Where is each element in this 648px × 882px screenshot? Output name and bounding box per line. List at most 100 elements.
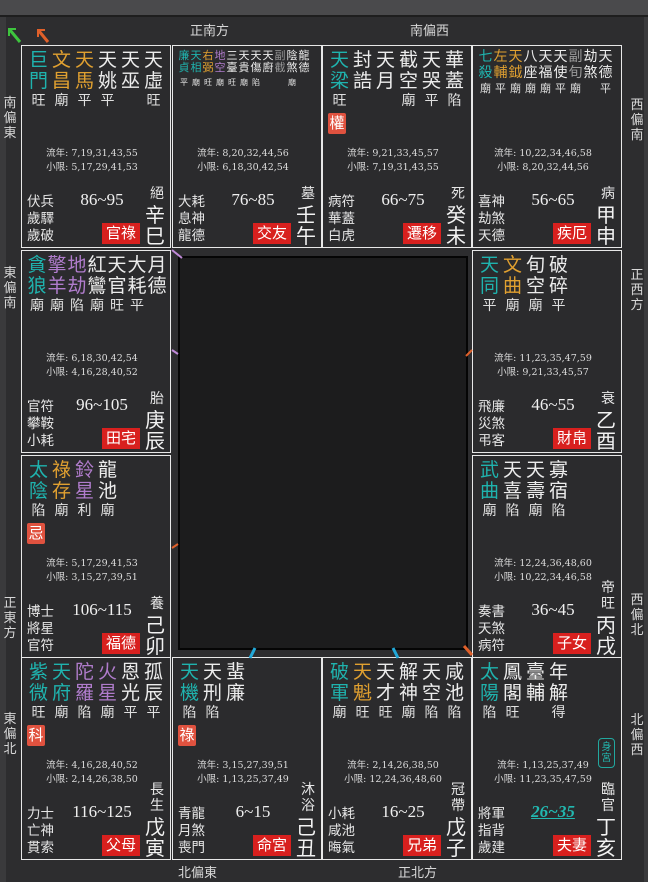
xiaoxian-label: 小限: [347, 162, 367, 173]
star-list: 天梁旺封誥天月截空廟天哭平華蓋陷: [328, 49, 466, 109]
palace-name[interactable]: 官祿: [101, 223, 140, 244]
star-name: 火星: [98, 661, 118, 705]
palace-name[interactable]: 福德: [101, 633, 140, 654]
xiaoxian-row: 小限: 10,22,34,46,58: [494, 572, 592, 583]
xiaoxian-row: 小限: 11,23,35,47,59: [494, 774, 592, 785]
star-brightness: 利: [77, 502, 92, 519]
orange-arrow-icon: [462, 645, 474, 656]
star-brightness: 平: [495, 82, 506, 96]
star-brightness: 旺: [146, 92, 161, 109]
star-name: 天廚: [262, 49, 274, 75]
star: 天傷陷: [250, 49, 262, 91]
star-brightness: 廟: [570, 82, 581, 96]
star-brightness: 陷: [77, 704, 92, 721]
xiaoxian-values: 3,15,27,39,51: [71, 572, 138, 583]
palace-name[interactable]: 疾厄: [552, 223, 591, 244]
stem-branch: 戊寅: [145, 815, 165, 860]
palace-cell-申[interactable]: 七殺廟左輔平天鉞廟八座廟天福廟天使平副旬廟劫煞天德平流年: 10,22,34,4…: [472, 45, 622, 248]
god-name: 將星: [27, 621, 54, 637]
liunian-values: 12,24,36,48,60: [519, 558, 592, 569]
star-name: 天虛: [144, 49, 164, 93]
god-name: 官符: [27, 399, 54, 415]
orange-arrow-icon: [465, 349, 473, 357]
xiaoxian-values: 10,22,34,46,58: [519, 572, 592, 583]
star: 陰煞廟: [286, 49, 298, 91]
star-name: 右弼: [202, 49, 214, 75]
xiaoxian-values: 11,23,35,47,59: [519, 774, 592, 785]
liunian-label: 流年: [494, 353, 514, 364]
star-brightness: 廟: [482, 502, 497, 519]
star-brightness: 平: [555, 82, 566, 96]
star-name: 破軍: [330, 661, 350, 705]
star: 天月: [374, 49, 397, 109]
star: 天空陷: [420, 661, 443, 720]
palace-name[interactable]: 兄弟: [402, 835, 441, 856]
xiaoxian-label: 小限: [46, 367, 66, 378]
star: 文昌廟: [50, 49, 73, 108]
star-brightness: 廟: [505, 297, 520, 314]
god-name: 奏書: [478, 604, 505, 620]
star-name: 武曲: [480, 459, 500, 503]
star-name: 破碎: [549, 254, 569, 298]
star: 天福廟: [538, 49, 553, 97]
palace-name[interactable]: 遷移: [402, 223, 441, 244]
star: 右弼旺: [202, 49, 214, 91]
liunian-row: 流年: 8,20,32,44,56: [197, 148, 289, 159]
star-name: 天同: [480, 254, 500, 298]
palace-name[interactable]: 父母: [101, 835, 140, 856]
palace-name[interactable]: 夫妻: [552, 835, 591, 856]
star: 天府廟: [50, 661, 73, 720]
xiaoxian-values: 7,19,31,43,55: [372, 162, 439, 173]
god-name: 弔客: [478, 433, 505, 449]
life-stage: 墓: [301, 186, 315, 202]
palace-name[interactable]: 財帛: [552, 428, 591, 449]
star-name: 鈴星: [75, 459, 95, 503]
star: 巨門旺: [27, 49, 50, 108]
xiaoxian-row: 小限: 1,13,25,37,49: [197, 774, 289, 785]
body-palace-badge: 身宮: [598, 738, 615, 768]
direction-right-4: 北偏西: [630, 713, 644, 758]
star-brightness: 陷: [31, 502, 46, 519]
liunian-values: 11,23,35,47,59: [519, 353, 592, 364]
minor-gods: 飛廉災煞弔客: [478, 399, 505, 450]
star-name: 文昌: [52, 49, 72, 93]
life-stage: 胎: [150, 391, 164, 407]
palace-name[interactable]: 子女: [552, 633, 591, 654]
liunian-row: 流年: 5,17,29,41,53: [46, 558, 138, 569]
xiaoxian-row: 小限: 9,21,33,45,57: [497, 367, 589, 378]
palace-name[interactable]: 命宮: [252, 835, 291, 856]
star-brightness: 旺: [31, 704, 46, 721]
god-name: 白虎: [328, 228, 355, 244]
star-name: 天官: [107, 254, 127, 298]
star-list: 廉貞平天相廟右弼旺地空廟三臺旺天貴廟天傷陷天廚副截陰煞廟龍德: [178, 49, 310, 91]
god-name: 龍德: [178, 228, 205, 244]
star-brightness: 廟: [528, 297, 543, 314]
star-brightness: 陷: [505, 502, 520, 519]
god-name: 亡神: [27, 823, 54, 839]
palace-cell-午[interactable]: 廉貞平天相廟右弼旺地空廟三臺旺天貴廟天傷陷天廚副截陰煞廟龍德流年: 8,20,3…: [172, 45, 322, 248]
minor-gods: 小耗咸池晦氣: [328, 806, 355, 857]
palace-name[interactable]: 田宅: [101, 428, 140, 449]
star-brightness: 廟: [480, 82, 491, 96]
green-arrow-icon: [8, 29, 22, 43]
minor-gods: 奏書天煞病符: [478, 604, 505, 655]
xiaoxian-row: 小限: 7,19,31,43,55: [347, 162, 439, 173]
palace-name[interactable]: 交友: [252, 223, 291, 244]
life-stage: 死: [451, 186, 465, 202]
star-brightness: 旺: [228, 77, 236, 87]
star-name: 副旬: [568, 49, 583, 81]
center-panel: [178, 256, 468, 650]
stem-branch: 壬午: [296, 203, 316, 248]
xiaoxian-label: 小限: [197, 162, 217, 173]
xiaoxian-row: 小限: 3,15,27,39,51: [46, 572, 138, 583]
god-name: 病符: [328, 194, 355, 210]
